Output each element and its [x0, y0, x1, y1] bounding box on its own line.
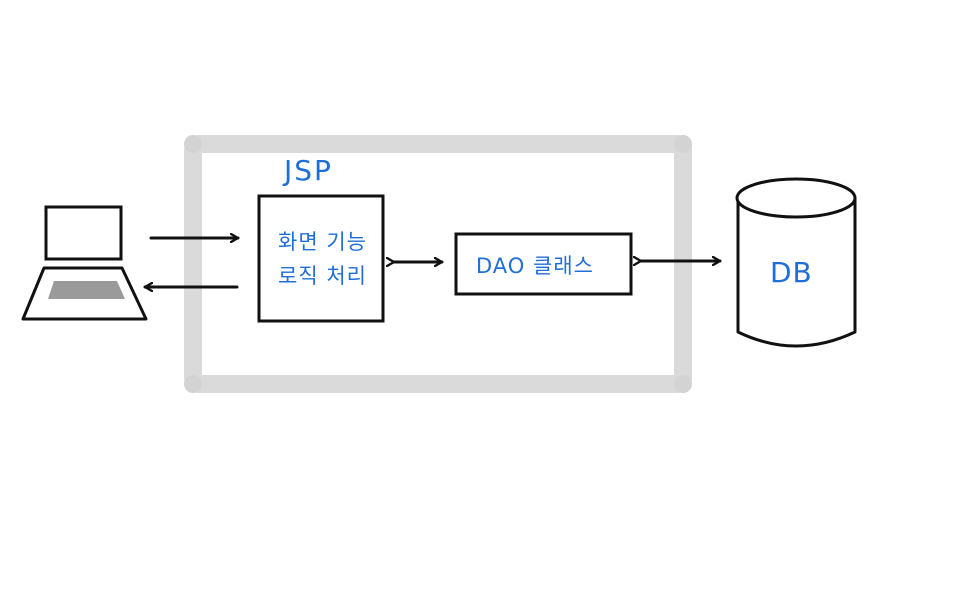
dao-class-label: DAO 클래스	[476, 254, 594, 278]
db-label: DB	[770, 256, 813, 289]
jsp-description-line-2: 로직 처리	[278, 264, 367, 288]
dao-box	[454, 232, 633, 296]
jsp-title: JSP	[284, 154, 333, 187]
jsp-box	[257, 194, 385, 323]
jsp-description-line-1: 화면 기능	[278, 230, 367, 254]
laptop-icon	[21, 205, 148, 321]
database-cylinder-icon	[735, 177, 857, 348]
